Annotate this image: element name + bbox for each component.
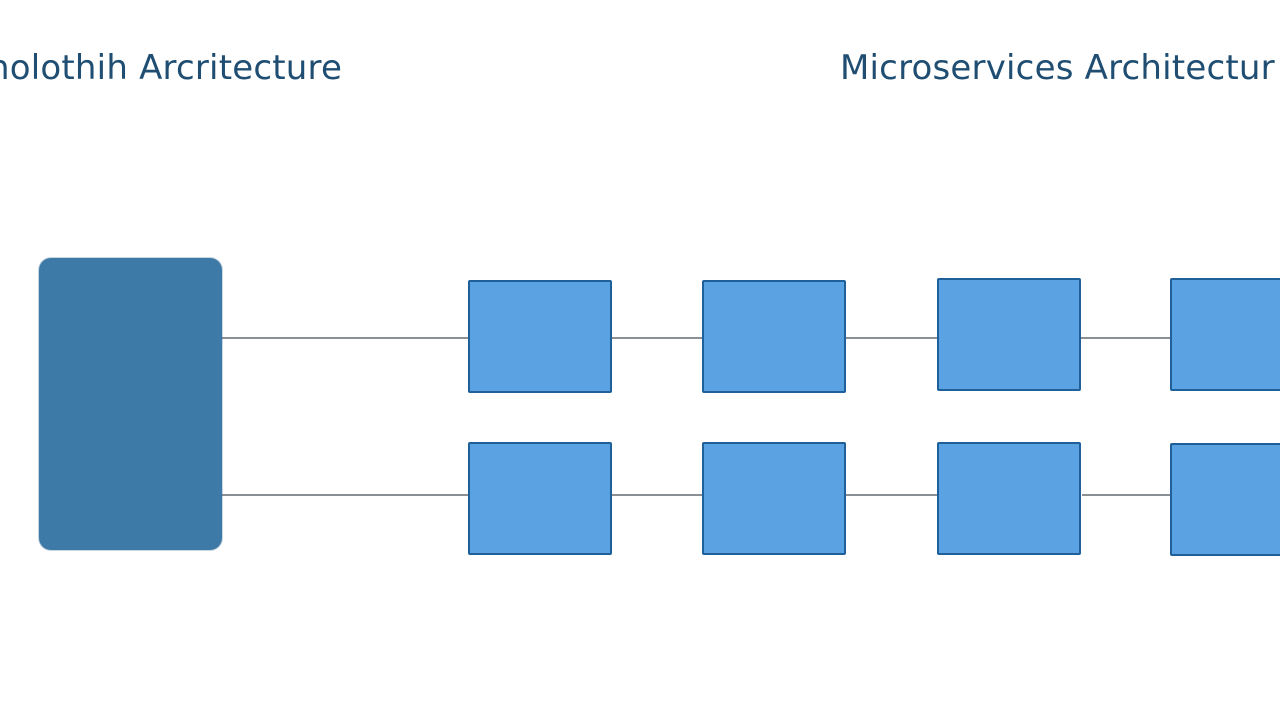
- connector-row1-2-3: [846, 337, 937, 339]
- monolith-block: [39, 258, 222, 550]
- connector-row1-1-2: [612, 337, 702, 339]
- microservices-title: Microservices Architectur: [840, 48, 1275, 88]
- connector-monolith-to-row1: [222, 337, 469, 339]
- microservice-box: [1170, 443, 1280, 556]
- microservice-box: [468, 280, 612, 393]
- connector-row2-3-4: [1082, 494, 1170, 496]
- microservice-box: [937, 442, 1081, 555]
- monolith-title: nolothih Arcritecture: [0, 48, 343, 88]
- microservice-box: [702, 442, 846, 555]
- connector-row1-3-4: [1081, 337, 1170, 339]
- connector-row2-1-2: [612, 494, 702, 496]
- connector-monolith-to-row2: [222, 494, 469, 496]
- microservice-box: [468, 442, 612, 555]
- microservice-box: [937, 278, 1081, 391]
- microservice-box: [702, 280, 846, 393]
- connector-row2-2-3: [846, 494, 937, 496]
- microservice-box: [1170, 278, 1280, 391]
